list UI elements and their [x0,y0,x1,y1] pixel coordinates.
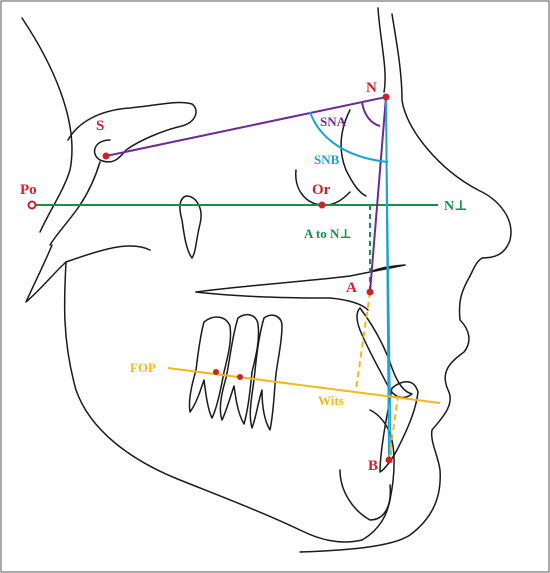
orbitale-point [318,201,326,209]
external-ear [179,195,202,259]
sella-nasion-line [105,96,387,157]
sna-angle-arc [361,101,381,127]
lower-incisor [379,381,419,473]
clivus [49,161,101,246]
ramus-inner [65,245,151,263]
nasion-vertical-line [385,96,392,456]
hard-palate [195,291,369,311]
label-s: S [96,118,104,134]
palate-outline [195,264,406,293]
molar-first [188,316,232,419]
label-n: N [366,80,377,96]
molar-contact-2 [237,374,243,380]
label-fop: FOP [130,360,156,375]
molar-second [219,313,260,425]
label-sna: SNA [320,114,347,129]
label-snb: SNB [314,152,340,167]
label-b: B [368,458,378,474]
b-point [385,456,393,464]
mastoid-process [25,244,67,303]
forehead-outline [377,7,386,93]
label-n-perp: N⊥ [444,199,468,214]
label-a-to-n-perp: A to N⊥ [304,226,352,241]
porion-point [27,200,37,210]
molar-contact-1 [213,369,219,375]
label-a: A [346,280,357,296]
sella-point [102,152,110,160]
label-or: Or [312,182,331,198]
cranial-base [21,17,73,233]
snb-angle-arc [309,111,389,163]
sella-turcica [67,101,197,163]
nasion-point [382,93,390,101]
lips-soft-tissue [299,275,471,553]
landmarks [102,93,393,464]
wits-projection-a [355,291,371,391]
functional-occlusal-plane [167,367,441,404]
label-po: Po [20,182,37,198]
skull-outline [21,7,512,553]
nasion-a-point-line [369,96,387,293]
wits-projection-b [388,395,399,461]
mandible-outline [63,261,363,543]
symphysis [361,409,395,541]
label-wits: Wits [318,393,344,408]
orbit-rim [340,109,367,197]
a-point [366,288,374,296]
molar-third [249,314,283,431]
upper-incisor [356,307,413,399]
symphysis-inner [339,469,392,521]
nose-profile [391,13,512,277]
